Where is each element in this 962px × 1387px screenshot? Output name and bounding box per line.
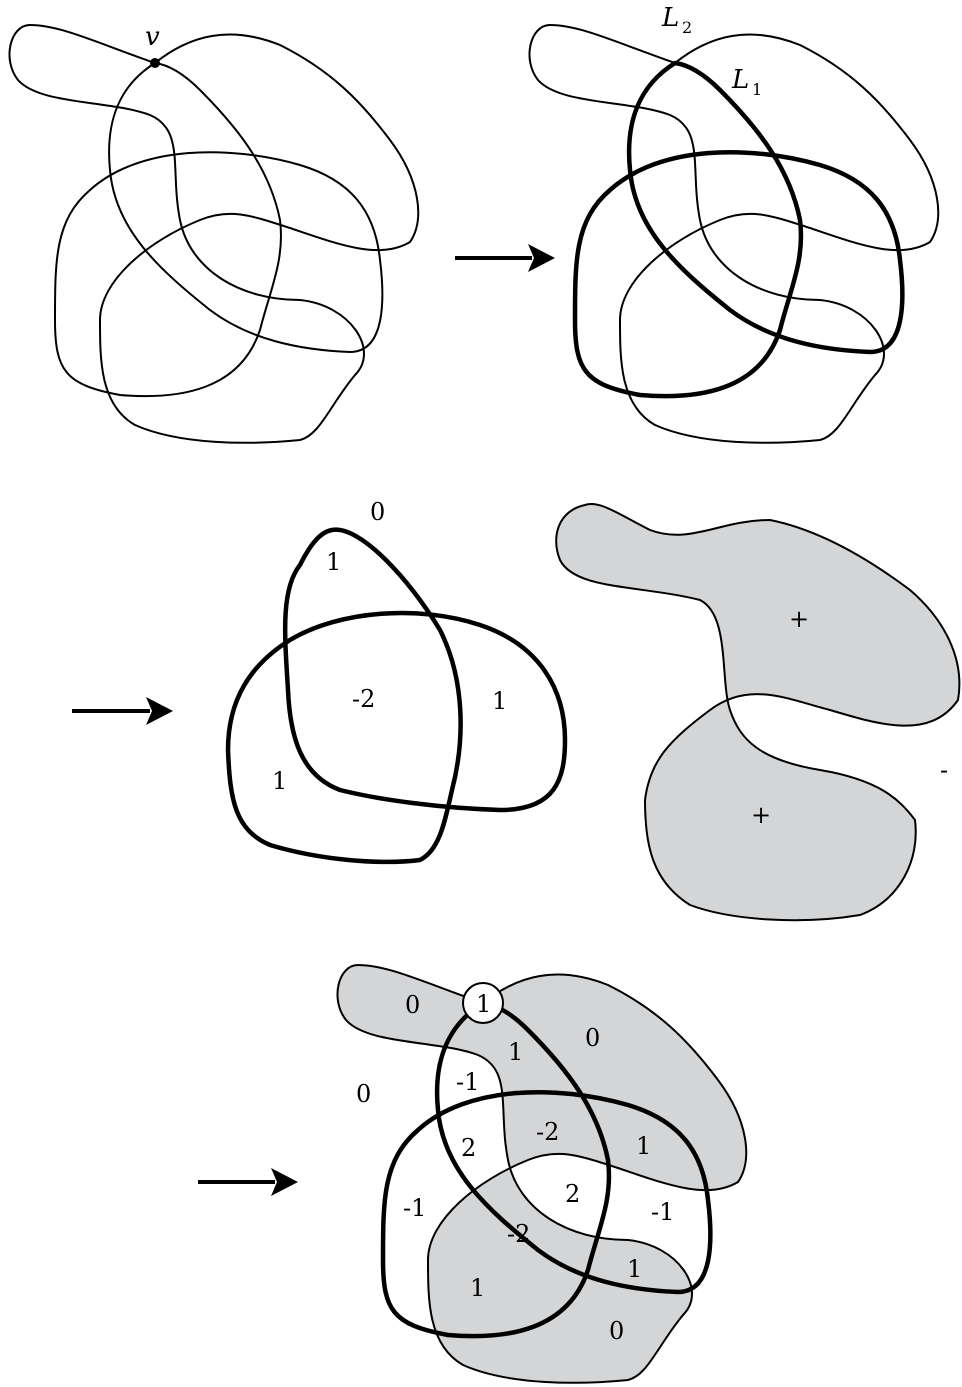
- thick-curve: [228, 530, 565, 862]
- curve-l1: [54, 62, 384, 398]
- region-value: -2: [507, 1220, 530, 1248]
- region-value: -1: [651, 1198, 674, 1226]
- sign-label: +: [751, 801, 771, 829]
- curve-l2: [8, 24, 420, 444]
- region-value: -1: [403, 1194, 426, 1222]
- panel-4: + + -: [555, 503, 961, 922]
- sign-label: +: [789, 605, 809, 633]
- region-value: -2: [536, 1118, 559, 1146]
- region-value: 1: [627, 1255, 642, 1283]
- vertex-label: v: [145, 22, 160, 52]
- region-value: -2: [352, 685, 375, 713]
- arrow-3: [198, 1168, 298, 1196]
- sign-label: -: [940, 756, 948, 784]
- arrow-1: [455, 244, 555, 272]
- region-value: 0: [585, 1024, 600, 1052]
- region-value: 0: [609, 1317, 624, 1345]
- panel-2-labels: L 2 L 1: [661, 3, 762, 99]
- region-value: 2: [461, 1134, 476, 1162]
- region-value: 1: [508, 1038, 523, 1066]
- curve-l1-label: L: [731, 65, 749, 95]
- curve-l2-subscript: 2: [682, 18, 692, 37]
- vertex-circle: [462, 982, 504, 1024]
- panel-1: v: [8, 22, 420, 444]
- region-value: 1: [470, 1274, 485, 1302]
- region-value: 1: [326, 548, 341, 576]
- curve-l1-thick: [575, 63, 902, 396]
- curve-l1-subscript: 1: [752, 80, 762, 99]
- vertex-dot: [150, 58, 160, 68]
- region-value: 2: [565, 1180, 580, 1208]
- region-value: 0: [356, 1080, 371, 1108]
- region-value: 1: [636, 1132, 651, 1160]
- curve-l2-label: L: [661, 3, 679, 33]
- region-value: -1: [456, 1068, 479, 1096]
- region-value: 0: [370, 498, 385, 526]
- panel-3: 0 1 -2 1 1: [228, 498, 565, 862]
- region-value: 1: [492, 687, 507, 715]
- region-value: 0: [405, 991, 420, 1019]
- arrow-2: [72, 697, 173, 725]
- shaded-curve-l2: [336, 964, 748, 1384]
- region-value: 1: [272, 767, 287, 795]
- vertex-value: 1: [476, 990, 491, 1018]
- panel-5-labels: 1 0 1 0 0 -1 2 -2 1 -1 2 -2 -1 1 1 0: [356, 982, 674, 1345]
- panel-5: [336, 964, 748, 1384]
- shaded-region: [555, 503, 961, 922]
